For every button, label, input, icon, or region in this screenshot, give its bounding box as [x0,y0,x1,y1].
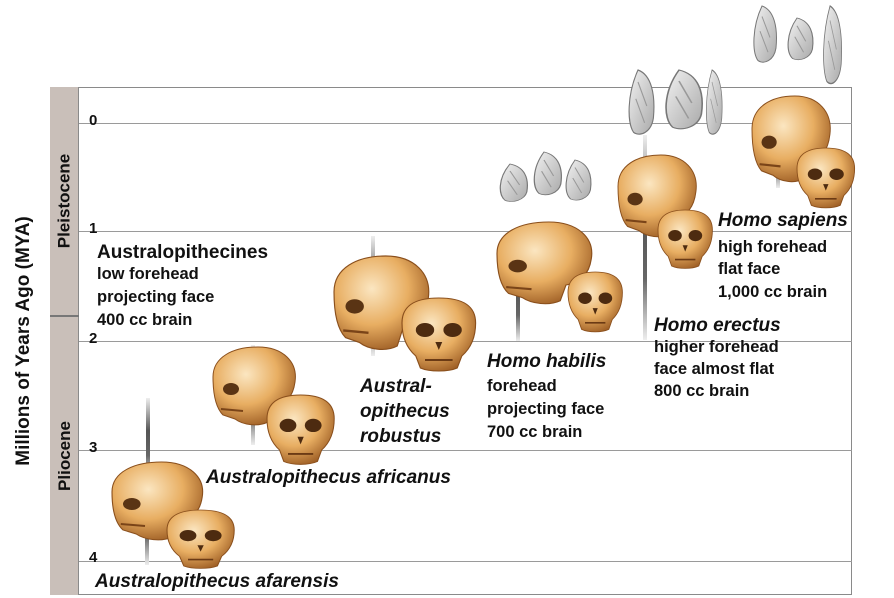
homo-habilis-trait-2: projecting face [487,400,604,419]
australopithecines-title: Australopithecines [97,242,268,263]
tools-erectus [629,70,722,134]
africanus-name: Australopithecus africanus [206,467,451,488]
australopithecines-trait-1: low forehead [97,265,199,284]
skull-afarensis-front [167,510,234,568]
homo-erectus-trait-1: higher forehead [654,338,779,357]
tools-habilis [500,152,591,201]
skull-africanus-front [267,395,334,464]
skull-habilis-front [568,272,622,332]
homo-erectus-trait-2: face almost flat [654,360,774,379]
australopithecines-trait-3: 400 cc brain [97,311,192,330]
tools-sapiens [754,6,842,84]
skull-sapiens-front [797,148,855,208]
homo-habilis-name: Homo habilis [487,351,606,372]
homo-habilis-trait-3: 700 cc brain [487,423,582,442]
skull-robustus-front [402,298,476,371]
robustus-name-line-2: opithecus [360,401,450,422]
australopithecines-trait-2: projecting face [97,288,214,307]
homo-erectus-trait-3: 800 cc brain [654,382,749,401]
homo-sapiens-name: Homo sapiens [718,210,848,231]
robustus-name-line-3: robustus [360,426,441,447]
homo-sapiens-trait-3: 1,000 cc brain [718,283,827,302]
homo-sapiens-trait-2: flat face [718,260,780,279]
homo-sapiens-trait-1: high forehead [718,238,827,257]
skull-erectus-front [658,210,712,268]
homo-habilis-trait-1: forehead [487,377,557,396]
robustus-name-line-1: Austral- [360,376,432,397]
homo-erectus-name: Homo erectus [654,315,781,336]
afarensis-name: Australopithecus afarensis [95,571,339,592]
